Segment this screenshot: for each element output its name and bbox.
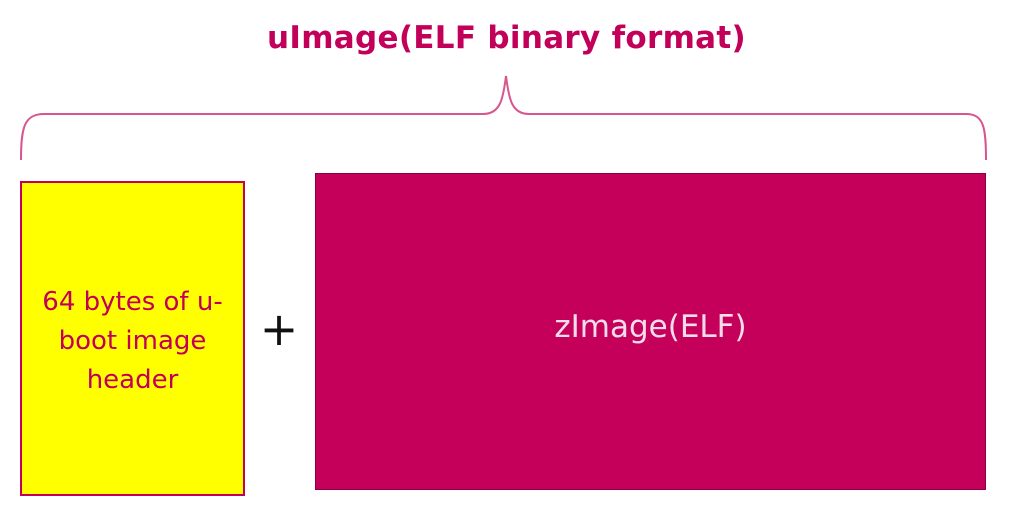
uboot-header-label: 64 bytes of u-boot image header bbox=[42, 287, 223, 395]
zimage-label: zImage(ELF) bbox=[554, 308, 747, 345]
zimage-block: zImage(ELF) bbox=[315, 173, 986, 490]
diagram-title: uImage(ELF binary format) bbox=[267, 20, 746, 56]
uboot-header-block: 64 bytes of u-boot image header bbox=[20, 181, 245, 496]
plus-sign: + bbox=[259, 302, 299, 356]
